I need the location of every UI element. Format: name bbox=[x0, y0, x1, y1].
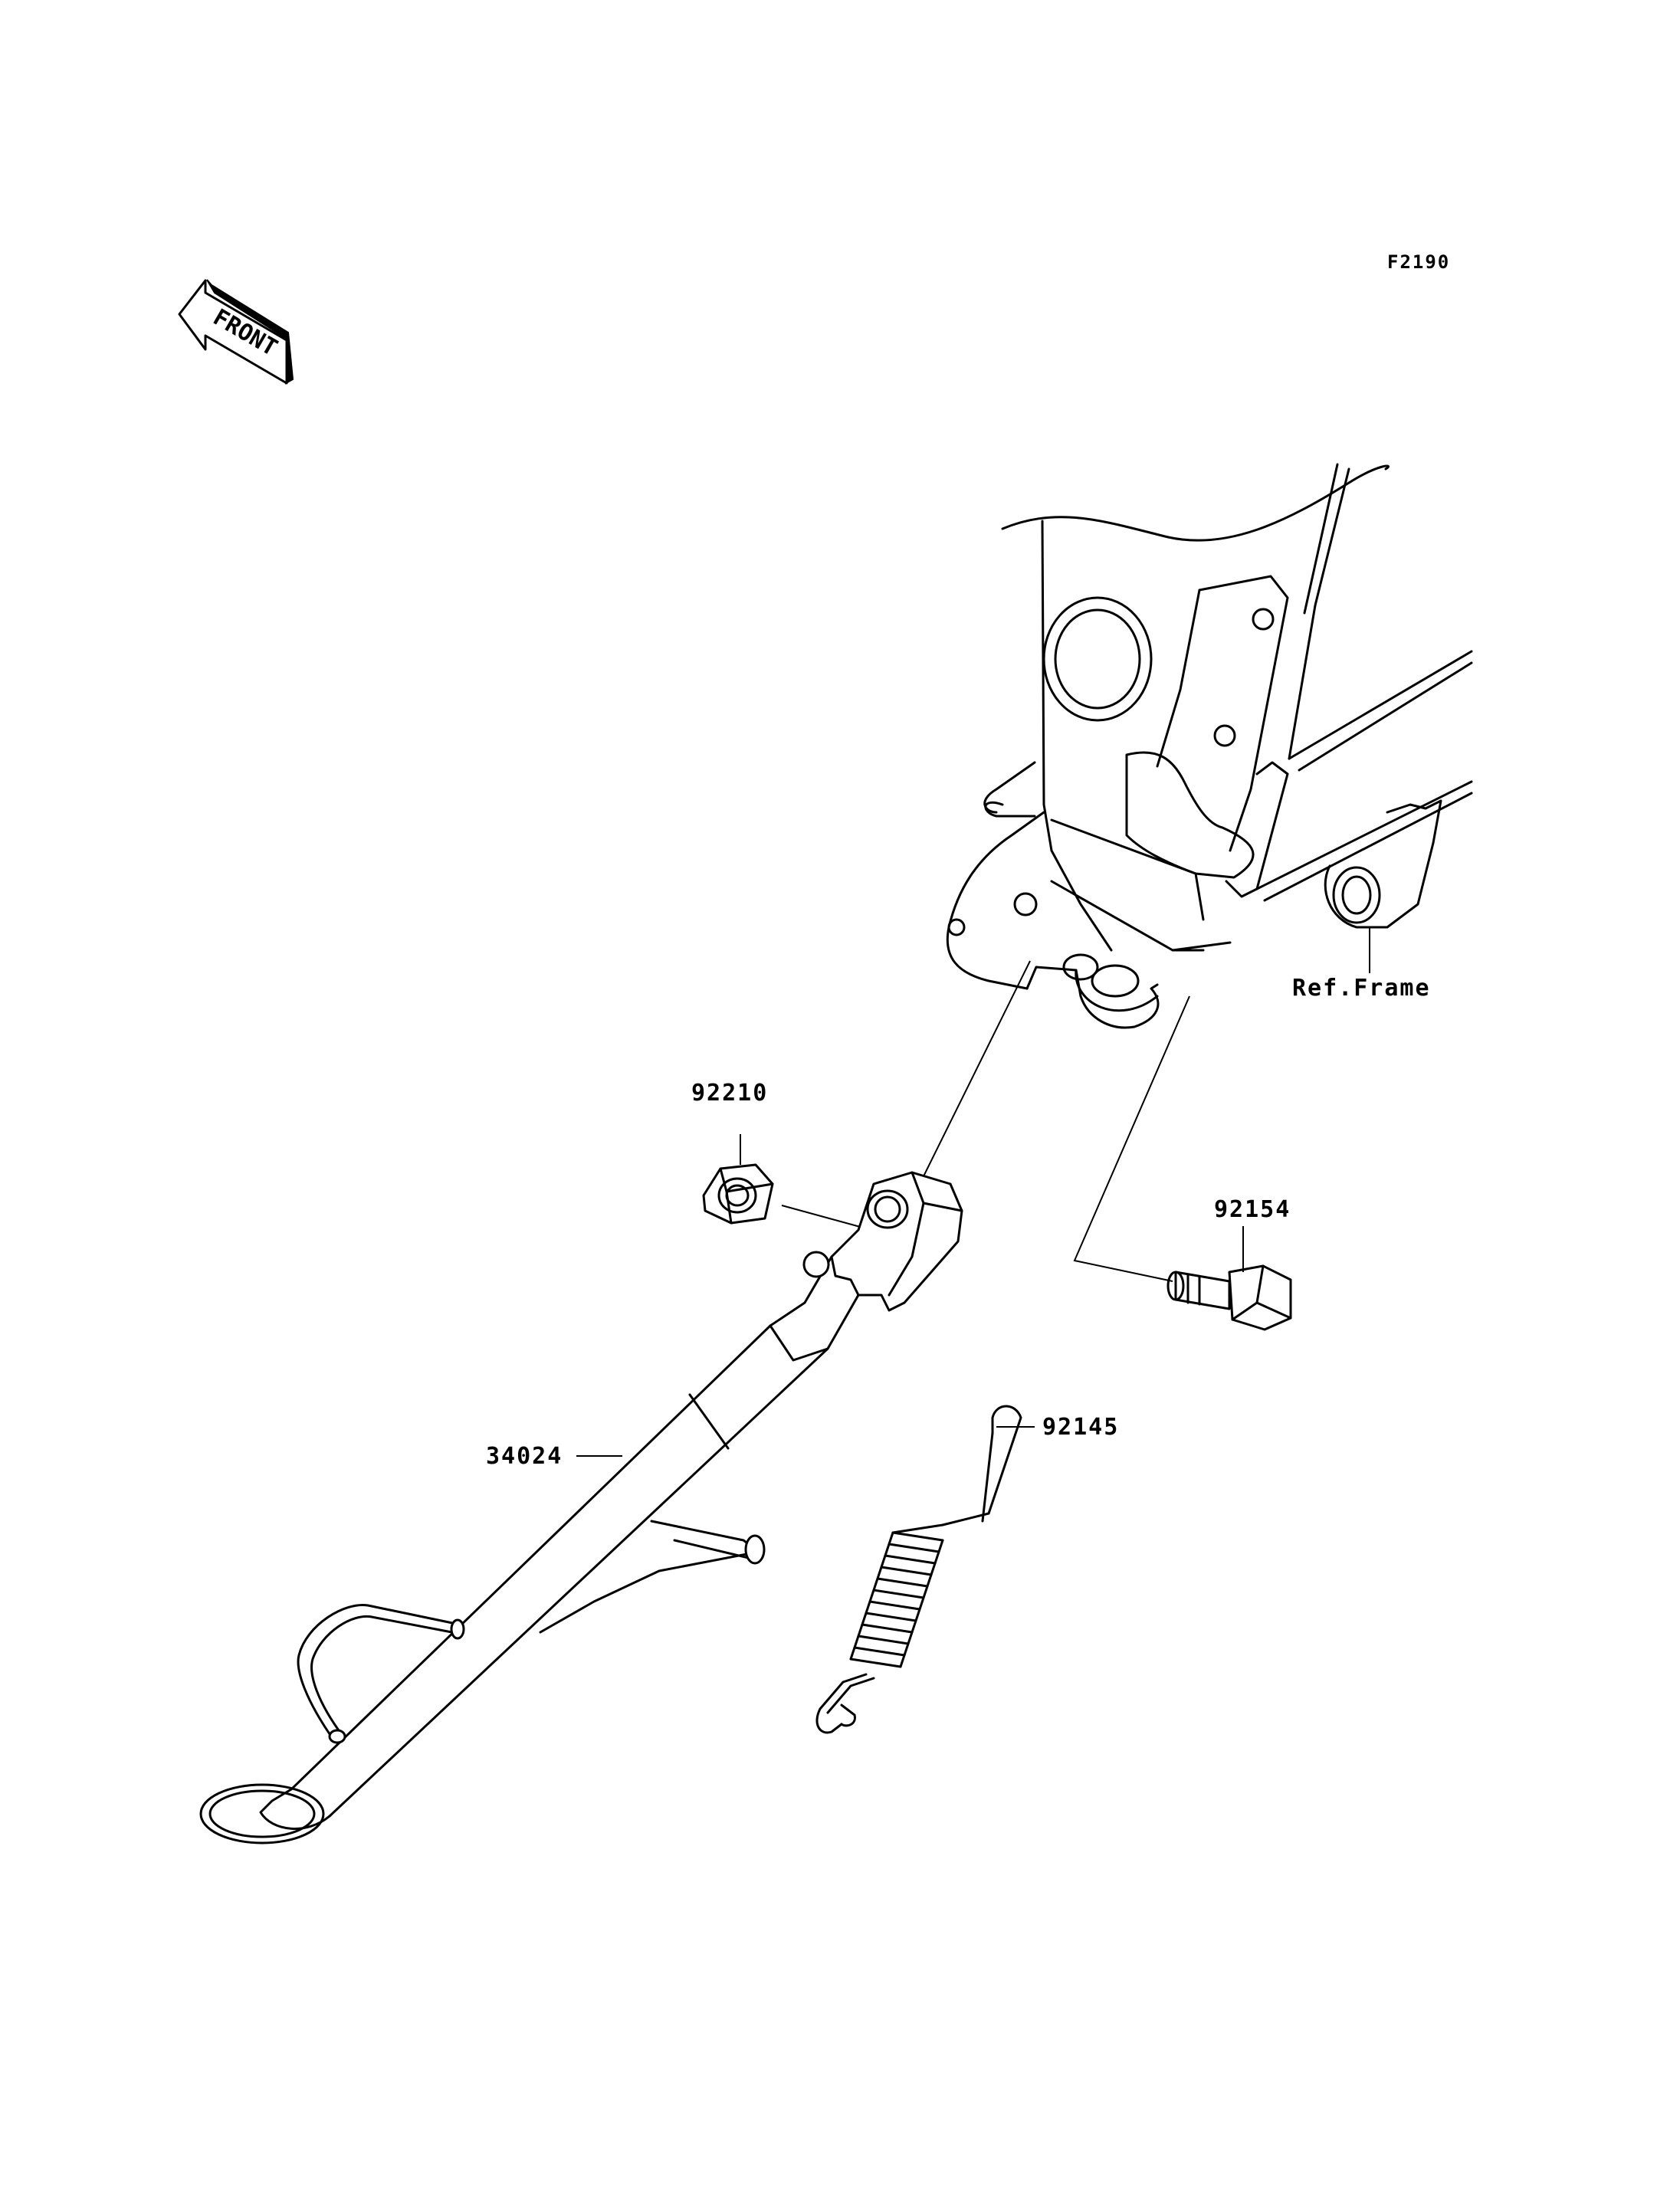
callout-92154: 92154 bbox=[1214, 1196, 1291, 1223]
spring-coil bbox=[849, 1512, 990, 1668]
bolt-92154-drawing bbox=[1166, 1264, 1292, 1331]
pivot-guide-line-left bbox=[923, 960, 1031, 1177]
side-stand-34024-drawing bbox=[199, 1171, 963, 1844]
front-direction-arrow-icon: FRONT bbox=[178, 279, 294, 385]
callout-34024: 34024 bbox=[486, 1443, 563, 1470]
figure-code: F2190 bbox=[1387, 251, 1451, 273]
callout-92210: 92210 bbox=[691, 1080, 769, 1107]
spring-92145-drawing bbox=[815, 1405, 1022, 1734]
callout-ref-frame: Ref.Frame bbox=[1292, 975, 1431, 1002]
callout-92145: 92145 bbox=[1042, 1414, 1120, 1441]
pivot-guide-line-bolt bbox=[1073, 995, 1190, 1282]
nut-92210-drawing bbox=[702, 1163, 774, 1225]
frame-reference-drawing bbox=[946, 463, 1473, 1029]
